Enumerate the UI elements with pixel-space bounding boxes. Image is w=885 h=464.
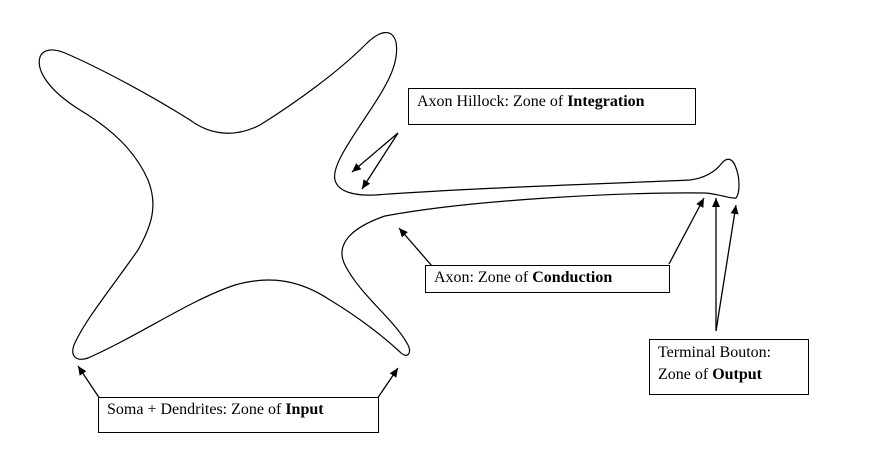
axon-hillock-label-strong: Integration: [567, 93, 645, 110]
conduction-to-bouton-arrow: [668, 197, 705, 265]
soma-dendrites-label: Soma + Dendrites: Zone of Input: [98, 397, 379, 433]
hillock-arrow-1: [351, 132, 399, 173]
terminal-bouton-label-line1: Terminal Bouton:: [658, 344, 772, 361]
axon-hillock-label: Axon Hillock: Zone of Integration: [408, 88, 696, 125]
axon-label-text: Axon: Zone of: [434, 269, 533, 286]
hillock-arrow-2: [361, 132, 399, 190]
neuron-outline: [38, 32, 740, 360]
axon-hillock-label-text: Axon Hillock: Zone of: [417, 93, 568, 110]
terminal-bouton-label-text: Zone of: [658, 366, 713, 383]
input-arrow-right: [376, 367, 399, 400]
terminal-bouton-label-line2: Zone of Output: [658, 364, 800, 386]
input-arrow-left: [77, 365, 101, 400]
terminal-bouton-label: Terminal Bouton: Zone of Output: [649, 339, 809, 395]
terminal-bouton-label-strong: Output: [712, 366, 762, 383]
axon-label-strong: Conduction: [532, 269, 613, 286]
axon-arrow: [398, 227, 433, 267]
soma-dendrites-label-text: Soma + Dendrites: Zone of: [107, 401, 286, 418]
axon-label: Axon: Zone of Conduction: [425, 265, 670, 293]
soma-dendrites-label-strong: Input: [285, 401, 324, 418]
output-arrow-2: [715, 204, 739, 332]
